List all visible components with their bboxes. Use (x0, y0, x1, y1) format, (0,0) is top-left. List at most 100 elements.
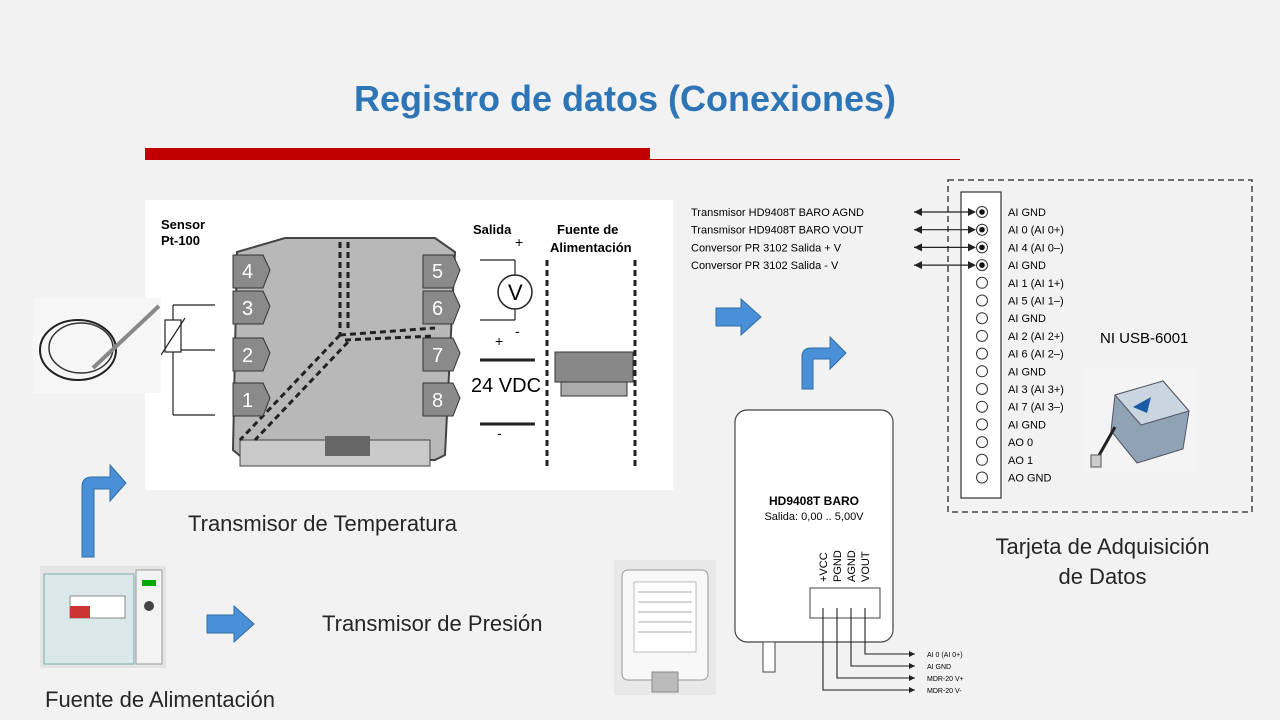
pressure-output-range: Salida: 0,00 .. 5,00V (764, 511, 864, 523)
pressure-wire-label: MDR-20 V- (927, 688, 962, 695)
daq-wiring-diagram: AI GND AI 0 (AI 0+) AI 4 (AI 0–) AI GND AI 1… (691, 179, 1253, 513)
daq-signal-arrow-left (914, 225, 922, 234)
caption-pressure-transmitter: Transmisor de Presión (322, 611, 543, 636)
supply-plus: + (495, 333, 503, 349)
daq-signal-arrow-right (968, 243, 976, 252)
pressure-terminal-label: VOUT (860, 551, 872, 582)
output-label: Salida (473, 222, 512, 237)
daq-signal-arrow-left (914, 243, 922, 252)
daq-pin-label: AO 0 (1008, 437, 1033, 449)
terminal-7: 7 (432, 345, 443, 367)
daq-pin-label: AI 4 (AI 0–) (1008, 242, 1064, 254)
daq-pin-list: AI GND AI 0 (AI 0+) AI 4 (AI 0–) AI GND AI 1… (976, 206, 1064, 485)
daq-pin-label: AI GND (1008, 260, 1046, 272)
pressure-wire-arrow (909, 687, 915, 693)
pressure-wire (836, 608, 915, 679)
daq-pin-label: AI 0 (AI 0+) (1008, 225, 1064, 237)
pressure-wire-label: AI 0 (AI 0+) (927, 652, 963, 659)
pressure-wire (822, 608, 915, 691)
caption-daq-line1: Tarjeta de Adquisición (995, 534, 1210, 559)
pressure-terminal-label: +VCC (818, 552, 830, 582)
caption-power-supply: Fuente de Alimentación (45, 687, 275, 712)
daq-signal-arrow-right (968, 208, 976, 216)
daq-pin-terminal (976, 365, 988, 378)
daq-signal-label: Transmisor HD9408T BARO AGND (691, 207, 864, 219)
daq-pin-terminal (976, 312, 988, 325)
voltmeter-symbol: V (508, 280, 523, 305)
pressure-wire-label: MDR-20 V+ (927, 676, 964, 683)
daq-pin-connected-dot (979, 226, 985, 233)
arrow-up-right-icon (81, 463, 127, 558)
daq-pin-label: AI GND (1008, 207, 1046, 219)
daq-device-name: NI USB-6001 (1100, 330, 1188, 347)
page-title: Registro de datos (Conexiones) (353, 78, 897, 119)
daq-signal-arrow-right (968, 261, 976, 270)
terminal-2: 2 (242, 345, 253, 367)
arrow-up-right-icon-pressure (801, 335, 847, 390)
daq-pin-label: AI GND (1008, 366, 1046, 378)
terminal-8: 8 (432, 390, 443, 412)
pt100-sensor-photo (33, 298, 161, 393)
supply-minus: - (497, 425, 502, 441)
caption-daq-line2: de Datos (1058, 564, 1147, 589)
arrow-right-icon-daq (715, 298, 762, 336)
terminal-3: 3 (242, 298, 253, 320)
pressure-wire-arrow (909, 663, 915, 669)
daq-pin-label: AO GND (1008, 473, 1051, 485)
pressure-transmitter-photo (614, 560, 716, 695)
power-supply-photo (40, 566, 166, 668)
sensor-model-label: Pt-100 (161, 233, 200, 248)
pressure-wire-list: AI 0 (AI 0+) AI GND MDR-20 V+ MDR-20 V- (822, 608, 964, 695)
daq-pin-label: AI 3 (AI 3+) (1008, 384, 1064, 396)
arrow-right-icon-supply (206, 605, 255, 643)
title-accent-line (650, 159, 960, 160)
daq-signal-arrow-right (968, 225, 976, 234)
terminal-6: 6 (432, 298, 443, 320)
supply-label-2: Alimentación (550, 240, 632, 255)
daq-pin-label: AI 1 (AI 1+) (1008, 278, 1064, 290)
daq-signal-label: Conversor PR 3102 Salida + V (691, 242, 842, 254)
caption-temperature-transmitter: Transmisor de Temperatura (188, 511, 457, 536)
daq-pin-terminal (976, 383, 988, 395)
ni-usb-6001-photo (1085, 367, 1195, 473)
daq-pin-label: AI GND (1008, 419, 1046, 431)
daq-pin-terminal (976, 436, 988, 449)
pressure-wire-arrow (909, 651, 915, 657)
daq-pin-terminal (976, 400, 988, 413)
daq-pin-connected-dot (979, 209, 985, 215)
terminal-4: 4 (242, 261, 253, 283)
sensor-label: Sensor (161, 217, 205, 232)
daq-signal-label: Transmisor HD9408T BARO VOUT (691, 225, 864, 237)
daq-pin-terminal (976, 418, 988, 431)
daq-pin-label: AI GND (1008, 313, 1046, 325)
pressure-wire-label: AI GND (927, 664, 951, 671)
daq-pin-label: AI 2 (AI 2+) (1008, 331, 1064, 343)
terminal-1: 1 (242, 390, 253, 412)
daq-signal-arrow-left (914, 261, 922, 270)
terminal-5: 5 (432, 261, 443, 283)
pressure-model: HD9408T BARO (769, 494, 859, 508)
title-accent-bar (145, 148, 650, 160)
daq-pin-connected-dot (979, 262, 985, 268)
temperature-transmitter-diagram: Sensor Pt-100 4 3 2 1 5 6 7 8 (145, 200, 673, 490)
daq-pin-label: AI 7 (AI 3–) (1008, 402, 1064, 414)
supply-label: Fuente de (557, 222, 618, 237)
daq-pin-label: AI 6 (AI 2–) (1008, 349, 1064, 361)
right-terminals: 5 6 7 8 (422, 254, 461, 417)
daq-pin-label: AI 5 (AI 1–) (1008, 296, 1064, 308)
pressure-terminal-label: PGND (832, 550, 844, 582)
daq-pin-terminal (976, 294, 988, 307)
voltage-label: 24 VDC (471, 375, 541, 397)
daq-signal-arrow-left (914, 208, 922, 216)
pressure-wire (864, 608, 915, 655)
daq-pin-terminal (976, 329, 988, 342)
output-plus: + (515, 234, 523, 250)
pressure-wire (850, 608, 915, 667)
daq-pin-terminal (976, 347, 988, 360)
pressure-wire-arrow (909, 675, 915, 681)
daq-pin-label: AO 1 (1008, 455, 1033, 467)
daq-pin-terminal (976, 471, 988, 484)
pressure-terminal-label: AGND (846, 550, 858, 582)
daq-pin-terminal (976, 276, 988, 289)
